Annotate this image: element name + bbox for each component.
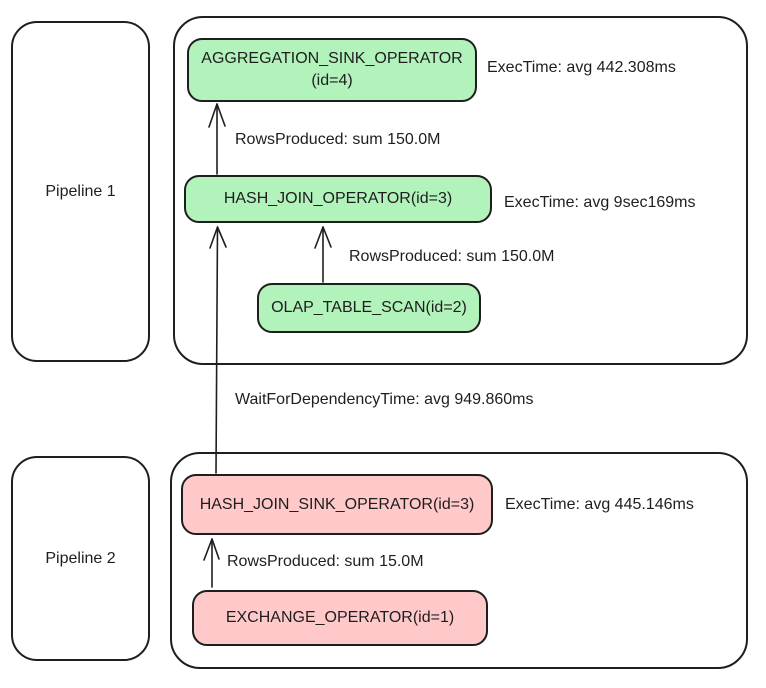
pipeline-2-label: Pipeline 2 xyxy=(45,549,116,567)
node-title: HASH_JOIN_OPERATOR(id=3) xyxy=(223,190,453,208)
pipeline-2-frame: Pipeline 2 xyxy=(11,456,150,661)
edge-label-rows-olap-to-hash: RowsProduced: sum 150.0M xyxy=(349,248,555,265)
pipeline-1-frame: Pipeline 1 xyxy=(11,21,150,362)
node-title: AGGREGATION_SINK_OPERATOR xyxy=(201,50,463,68)
node-title: HASH_JOIN_SINK_OPERATOR(id=3) xyxy=(199,495,475,513)
node-exchange-operator: EXCHANGE_OPERATOR(id=1) xyxy=(192,590,488,646)
node-olap-table-scan: OLAP_TABLE_SCAN(id=2) xyxy=(257,283,481,333)
node-subtitle: (id=4) xyxy=(311,72,353,89)
node-hash-join-sink-operator: HASH_JOIN_SINK_OPERATOR(id=3) xyxy=(181,474,493,535)
pipeline-1-label: Pipeline 1 xyxy=(45,182,116,200)
node-hash-join-operator: HASH_JOIN_OPERATOR(id=3) xyxy=(184,175,492,223)
exec-time-aggregation-sink: ExecTime: avg 442.308ms xyxy=(487,59,676,76)
node-aggregation-sink-operator: AGGREGATION_SINK_OPERATOR (id=4) xyxy=(187,38,477,102)
edge-label-rows-hash-to-agg: RowsProduced: sum 150.0M xyxy=(235,131,441,148)
node-title: OLAP_TABLE_SCAN(id=2) xyxy=(271,299,467,317)
exec-time-hash-join-sink: ExecTime: avg 445.146ms xyxy=(505,496,694,513)
edge-label-rows-exchange-to-sink: RowsProduced: sum 15.0M xyxy=(227,553,424,570)
exec-time-hash-join: ExecTime: avg 9sec169ms xyxy=(504,194,696,211)
edge-label-wait-for-dependency: WaitForDependencyTime: avg 949.860ms xyxy=(235,391,534,408)
node-title: EXCHANGE_OPERATOR(id=1) xyxy=(225,609,455,627)
